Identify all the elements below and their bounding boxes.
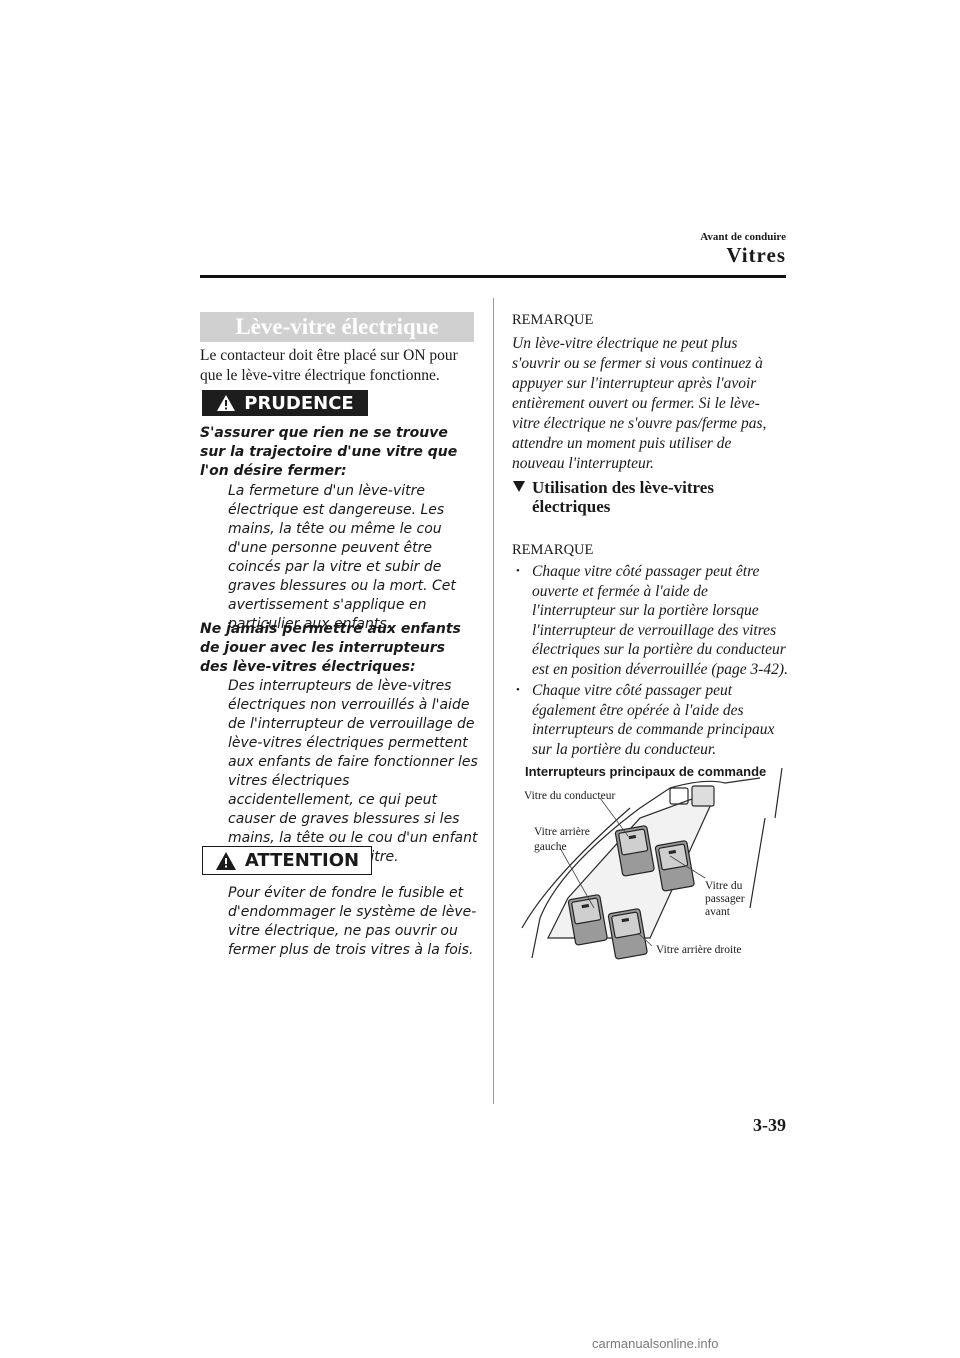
header-rule	[200, 275, 786, 278]
switch-panel-illustration	[521, 767, 783, 960]
prudence-badge: PRUDENCE	[202, 390, 368, 416]
label-rear-left-2: gauche	[534, 841, 567, 853]
footer-watermark: carmanualsonline.info	[592, 1336, 719, 1351]
prudence-body-2: Des interrupteurs de lève-vitres électri…	[228, 678, 478, 865]
intro-paragraph: Le contacteur doit être placé sur ON pou…	[200, 347, 458, 384]
label-front-passenger-1: Vitre du	[705, 880, 743, 892]
subsection-heading: Utilisation des lève-vitres électriques	[512, 478, 772, 516]
section-title: Vitres	[726, 243, 786, 267]
remark-label-1: REMARQUE	[512, 312, 594, 328]
section-banner: Lève-vitre électrique	[200, 312, 474, 342]
label-rear-left-1: Vitre arrière	[534, 826, 590, 838]
subsection-title: Utilisation des lève-vitres électriques	[532, 478, 714, 516]
column-divider	[493, 298, 494, 1104]
prudence-heading-1: S'assurer que rien ne se trouve sur la t…	[200, 425, 458, 479]
attention-badge: ATTENTION	[202, 846, 372, 875]
remark-body-1: Un lève-vitre électrique ne peut plus s'…	[512, 335, 767, 472]
page-number: 3-39	[753, 1115, 786, 1135]
prudence-label: PRUDENCE	[244, 392, 354, 414]
triangle-down-icon	[512, 478, 532, 516]
prudence-body-1: La fermeture d'un lève-vitre électrique …	[228, 483, 456, 632]
attention-label: ATTENTION	[244, 850, 360, 871]
label-driver-window: Vitre du conducteur	[524, 790, 616, 802]
list-item: Chaque vitre côté passager peut égalemen…	[512, 681, 788, 759]
warning-icon	[217, 395, 236, 411]
list-item: Chaque vitre côté passager peut être ouv…	[512, 562, 788, 679]
chapter-title: Avant de conduire	[700, 231, 786, 243]
prudence-heading-2: Ne jamais permettre aux enfants de jouer…	[200, 621, 461, 675]
label-front-passenger-2: passager	[705, 893, 745, 905]
remark-label-2: REMARQUE	[512, 542, 594, 558]
warning-icon	[215, 851, 236, 870]
figure-title: Interrupteurs principaux de commande	[525, 764, 767, 779]
attention-body: Pour éviter de fondre le fusible et d'en…	[228, 885, 477, 958]
remark-notes-list: Chaque vitre côté passager peut être ouv…	[512, 562, 788, 761]
label-rear-right: Vitre arrière droite	[656, 944, 742, 956]
label-front-passenger-3: avant	[705, 906, 730, 918]
